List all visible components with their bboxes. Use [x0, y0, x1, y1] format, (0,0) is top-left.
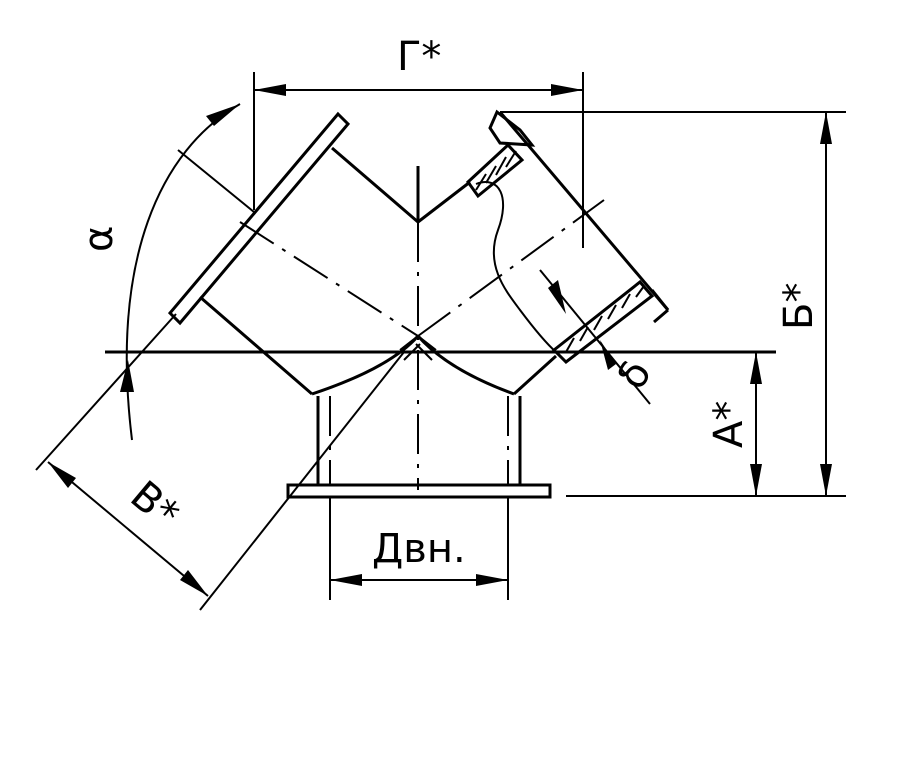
right-intersection-curve: [416, 335, 515, 396]
right-branch-axis: [417, 199, 605, 337]
right-upper-wall-section: [466, 142, 525, 199]
right-lower-wall-section: [551, 279, 655, 364]
bottom-flange: [286, 483, 552, 499]
dimension-a: А*: [105, 350, 776, 496]
label-d-inner: Двн.: [372, 526, 466, 572]
right-branch-top-inner: [417, 180, 471, 224]
left-branch-bottom-wall: [199, 295, 313, 396]
left-branch-top-wall: [331, 146, 419, 224]
left-intersection-curve: [311, 335, 420, 396]
bottom-branch: [286, 396, 552, 499]
dimension-v: В*: [35, 313, 405, 611]
right-flange-edge: [650, 289, 670, 311]
angle-alpha: α: [76, 103, 255, 441]
dimension-b: Б*: [500, 111, 846, 497]
right-branch-bottom-wall: [512, 354, 558, 396]
left-flange: [167, 111, 351, 326]
dimension-d-inner: Двн.: [329, 497, 509, 600]
left-branch-axis: [239, 221, 419, 337]
dimension-gamma: Г*: [253, 34, 584, 248]
label-v: В*: [122, 472, 188, 538]
label-a: А*: [706, 401, 752, 448]
left-branch: [167, 111, 419, 396]
label-delta: δ: [609, 353, 661, 397]
right-flange-top-section: [488, 109, 536, 147]
label-gamma: Г*: [397, 34, 441, 80]
label-b: Б*: [776, 283, 822, 330]
label-alpha: α: [76, 226, 122, 252]
right-flange-bottom: [653, 308, 669, 324]
right-branch: [417, 109, 670, 396]
break-line: [475, 181, 557, 353]
